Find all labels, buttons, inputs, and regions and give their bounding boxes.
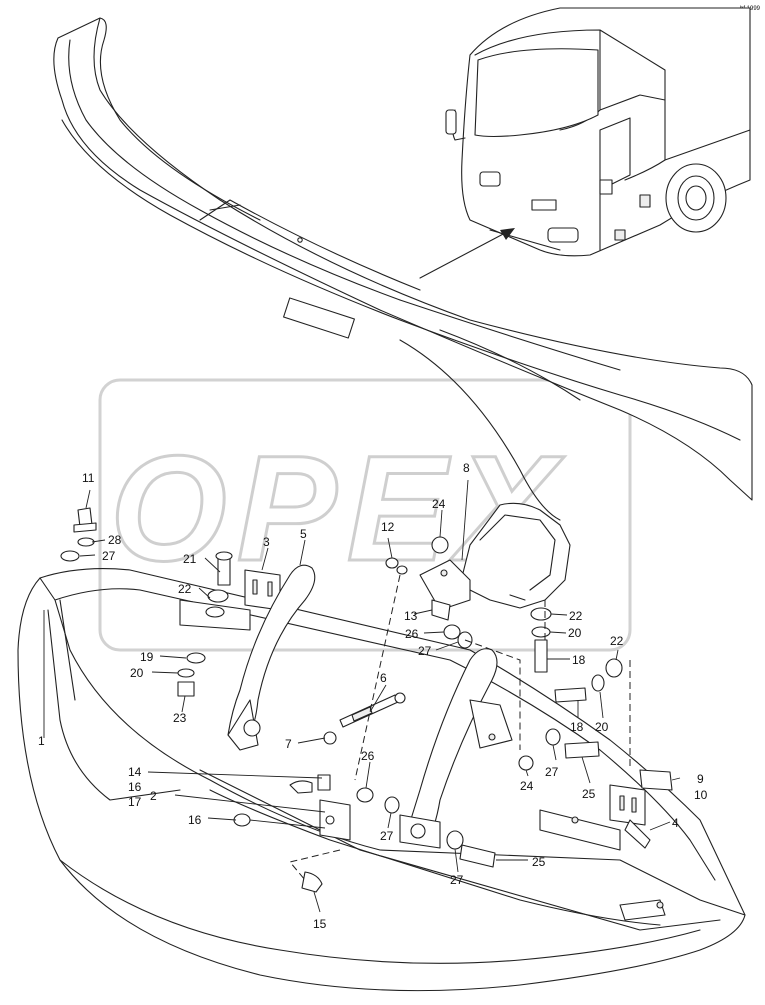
- callout-15: 15: [313, 917, 327, 931]
- callout-26a: 26: [405, 627, 419, 641]
- bus-illustration: [445, 7, 751, 257]
- bracket-8: [419, 502, 571, 611]
- callout-27b: 27: [418, 644, 432, 658]
- callout-27a: 27: [102, 549, 116, 563]
- callout-1: 1: [38, 734, 45, 748]
- callout-23: 23: [173, 711, 187, 725]
- callout-18a: 18: [572, 653, 586, 667]
- callout-11: 11: [82, 471, 95, 485]
- callout-3: 3: [263, 535, 270, 549]
- callout-labels: 1 2 3 4 5 6 7 8 9 10 11 12 13 14 15 16 1…: [38, 461, 708, 931]
- fasteners: [60, 507, 623, 893]
- bracket-3-and-clamp-5: [227, 564, 316, 751]
- callout-8: 8: [463, 461, 470, 475]
- callout-20a: 20: [130, 666, 144, 680]
- assembly-lines: [289, 574, 631, 881]
- callout-13: 13: [404, 609, 418, 623]
- callout-27c: 27: [545, 765, 559, 779]
- callout-20c: 20: [595, 720, 609, 734]
- callout-22a: 22: [178, 582, 192, 596]
- callout-14: 14: [128, 765, 142, 779]
- leader-lines: [43, 479, 681, 913]
- callout-25a: 25: [582, 787, 596, 801]
- callout-16a: 16: [128, 780, 142, 794]
- callout-22c: 22: [610, 634, 624, 648]
- callout-18b: 18: [570, 720, 584, 734]
- location-arrow: [419, 228, 515, 279]
- callout-17: 17: [128, 795, 142, 809]
- callout-6: 6: [380, 671, 387, 685]
- bumper-cover: [53, 17, 753, 521]
- callout-25b: 25: [532, 855, 546, 869]
- bracket-4: [609, 769, 673, 849]
- bracket-2: [319, 799, 351, 841]
- callout-12: 12: [381, 520, 395, 534]
- callout-24a: 24: [432, 497, 446, 511]
- callout-20b: 20: [568, 626, 582, 640]
- callout-2: 2: [150, 789, 157, 803]
- callout-27e: 27: [450, 873, 464, 887]
- callout-16b: 16: [188, 813, 202, 827]
- callout-24b: 24: [520, 779, 534, 793]
- callout-4: 4: [672, 816, 679, 830]
- callout-21: 21: [183, 552, 197, 566]
- callout-5: 5: [300, 527, 307, 541]
- callout-9: 9: [697, 772, 704, 786]
- callout-26b: 26: [361, 749, 375, 763]
- callout-7: 7: [285, 737, 292, 751]
- clamp-right: [399, 648, 513, 849]
- callout-10: 10: [694, 788, 708, 802]
- callout-28: 28: [108, 533, 122, 547]
- callout-27d: 27: [380, 829, 394, 843]
- callout-22b: 22: [569, 609, 583, 623]
- callout-19: 19: [140, 650, 154, 664]
- rod-6: [323, 692, 406, 745]
